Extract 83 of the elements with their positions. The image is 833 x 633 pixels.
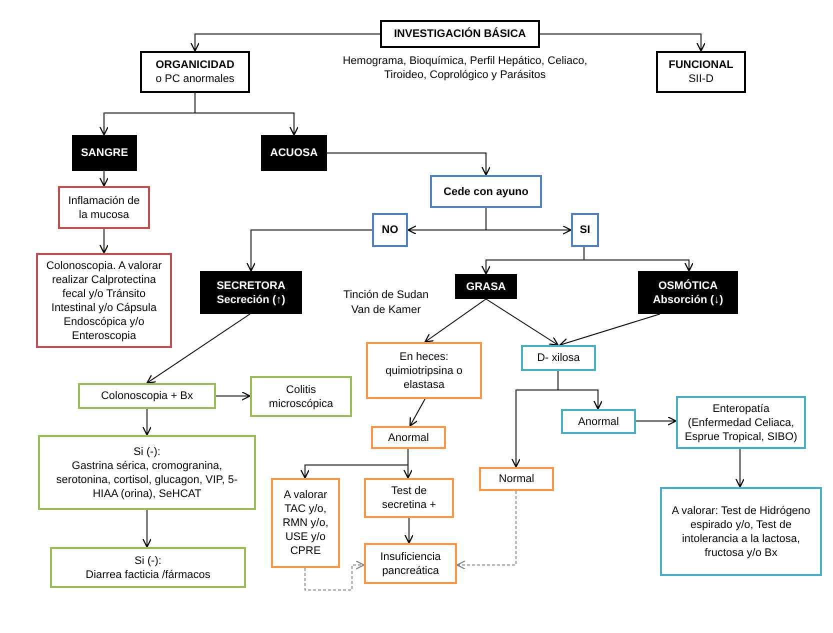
node-text: Test de secretina + — [380, 484, 438, 512]
process-box — [50, 547, 246, 588]
node-text: SI — [580, 223, 590, 237]
process-box — [58, 186, 150, 229]
arrow — [99, 228, 109, 254]
node-text: Inflamación de la mucosa — [67, 194, 141, 222]
note-text: Hemograma, Bioquímica, Perfil Hepático, Celiaco, Tiroideo, Coprológico y Parásitos — [342, 54, 588, 82]
node-text: D- xilosa — [537, 351, 580, 365]
note-text: Tinción de Sudan Van de Kamer — [342, 288, 430, 318]
process-box — [364, 543, 457, 584]
process-box — [78, 383, 216, 409]
heading-box — [140, 51, 250, 93]
node-text: ACUOSA — [270, 146, 318, 160]
arrow — [246, 230, 372, 272]
node-text: NO — [382, 223, 398, 237]
process-box — [676, 396, 806, 449]
node-text: ORGANICIDAD — [156, 58, 234, 72]
process-box — [36, 253, 172, 348]
decision-box — [372, 213, 408, 247]
process-box — [561, 409, 636, 434]
process-box — [521, 345, 596, 371]
decision-box — [571, 213, 599, 247]
node-text: A valorar TAC y/o, RMN y/o, USE y/o CPRE — [282, 488, 330, 558]
arrow — [540, 34, 706, 52]
arrow — [404, 518, 414, 544]
heading-box — [656, 51, 746, 93]
heading-box — [380, 20, 540, 48]
node-text: o PC anormales — [156, 72, 234, 86]
arrow — [194, 92, 299, 136]
process-box — [479, 467, 554, 491]
arrow — [486, 208, 572, 235]
process-box — [38, 435, 256, 510]
node-text: Diarrea facticia /fármacos — [86, 568, 210, 582]
process-box — [250, 376, 352, 417]
node-text: Cede con ayuno — [444, 184, 528, 198]
node-text: Normal — [498, 472, 534, 486]
category-box — [455, 274, 517, 299]
node-text: A valorar: Test de Hidrógeno espirado y/o, Test de intolerancia a la lactosa, fructosa y/o Bx — [670, 504, 812, 560]
arrow — [636, 416, 677, 426]
arrow — [424, 298, 486, 343]
arrow — [456, 490, 516, 570]
arrow — [735, 448, 745, 488]
node-text: Anormal — [578, 414, 619, 428]
arrow — [99, 170, 109, 187]
category-box — [638, 271, 738, 314]
node-text: FUNCIONAL — [668, 58, 734, 72]
node-text: Si (-): — [134, 554, 162, 568]
arrow — [146, 314, 250, 384]
category-box — [261, 135, 327, 171]
node-text: INVESTIGACIÓN BÁSICA — [394, 27, 526, 41]
node-text: Insuficiencia pancreática — [379, 550, 442, 578]
arrow — [559, 314, 660, 348]
category-box — [200, 271, 302, 314]
arrow — [216, 391, 251, 401]
node-text: SANGRE — [80, 146, 128, 160]
node-text: En heces: quimiotripsina o elastasa — [384, 350, 464, 392]
process-box — [371, 426, 446, 449]
process-box — [366, 342, 482, 399]
node-text: Colonoscopia + Bx — [100, 389, 194, 403]
arrow — [409, 398, 426, 427]
arrow — [486, 298, 559, 346]
node-text: Si (-): — [134, 444, 160, 458]
arrow — [142, 408, 152, 436]
process-box — [660, 487, 822, 576]
decision-box — [430, 175, 542, 208]
node-text: SECRETORA Secreción (↑) — [216, 278, 286, 306]
node-text: OSMÓTICA Absorción (↓) — [652, 278, 724, 306]
arrow — [304, 560, 365, 590]
arrow — [326, 152, 491, 176]
process-box — [364, 478, 454, 518]
node-text: Gastrina sérica, cromogranina, serotonina, cortisol, glucagon, VIP, 5-HIAA (orina), SeHCAT — [55, 458, 239, 500]
arrow — [142, 510, 152, 548]
arrow — [403, 448, 413, 479]
node-text: SII-D — [688, 72, 714, 86]
node-text: Enteropatía (Enfermedad Celiaca, Esprue Tropical, SIBO) — [684, 402, 798, 444]
category-box — [72, 135, 137, 171]
process-box — [271, 478, 340, 568]
arrow — [584, 246, 694, 272]
node-text: Anormal — [388, 430, 429, 444]
arrow — [190, 34, 380, 52]
node-text: GRASA — [466, 280, 506, 294]
node-text: Colonoscopia. A valorar realizar Calprotectina fecal y/o Tránsito Intestinal y/o Cápsula Endoscópica y/o Enteroscopia — [45, 258, 163, 342]
node-text: Colitis microscópica — [268, 382, 334, 410]
